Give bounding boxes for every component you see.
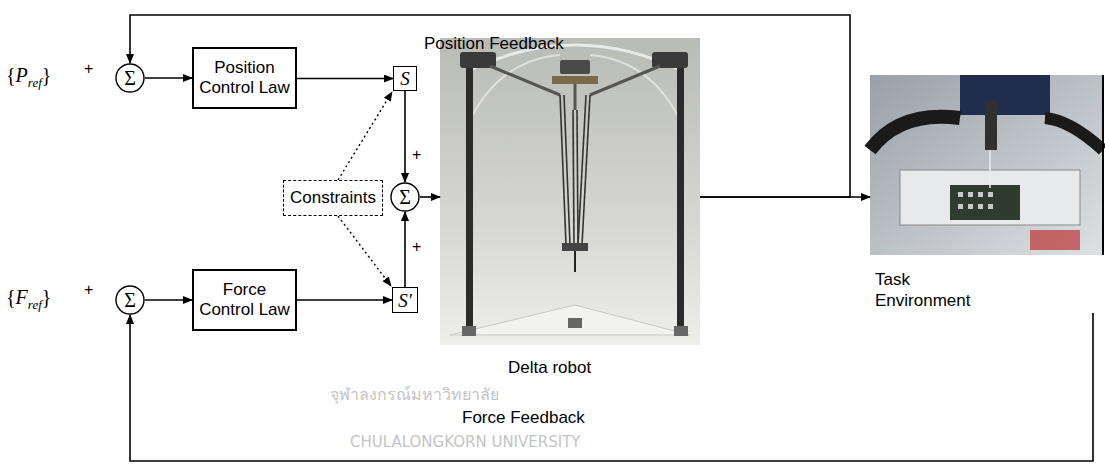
sign-mark: +	[84, 60, 93, 78]
control-law-box: Position Control Law	[192, 47, 297, 109]
sum-symbol: Σ	[124, 290, 136, 310]
box-label: Position Control Law	[198, 58, 291, 99]
photo-caption: Task Environment	[875, 270, 990, 311]
subscript: ref	[28, 297, 42, 312]
box-label: Constraints	[290, 188, 376, 208]
signal-arrow	[297, 299, 392, 301]
task-environment-photo	[870, 75, 1103, 255]
symbol-part: {	[6, 64, 16, 86]
signal-label: Force Feedback	[462, 408, 585, 428]
control-law-box: Force Control Law	[192, 269, 297, 331]
symbol-part: {	[6, 286, 16, 308]
sign-mark: +	[84, 281, 93, 299]
subscript: ref	[28, 75, 42, 90]
delta-robot-node: Delta robot	[440, 38, 700, 380]
photo-caption: Delta robot	[508, 358, 591, 378]
signal-arrow	[404, 212, 406, 287]
constraints-box: Constraints	[283, 180, 383, 216]
summing-junction: Σ	[115, 285, 145, 315]
symbol-part: }	[42, 64, 52, 86]
signal-arrow	[145, 299, 192, 301]
signal-arrow	[145, 77, 192, 79]
box-label: Force Control Law	[198, 280, 291, 321]
box-label: S′	[398, 291, 412, 310]
signal-arrow	[130, 313, 1093, 461]
constraint-link	[338, 216, 391, 286]
signal-label: Position Feedback	[424, 34, 564, 54]
sum-symbol: Σ	[124, 68, 136, 88]
sign-mark: +	[412, 146, 421, 164]
reference-symbol: {Fref}	[6, 286, 51, 313]
symbol-part: }	[42, 286, 52, 308]
box-label: S	[400, 69, 410, 88]
signal-arrow	[404, 91, 406, 182]
sum-symbol: Σ	[399, 187, 411, 207]
task-environment-node: Task Environment	[870, 75, 1103, 313]
selection-matrix-box: S	[393, 66, 417, 91]
symbol-part: P	[16, 64, 28, 86]
selection-matrix-box: S′	[392, 287, 418, 313]
signal-arrow	[420, 196, 440, 198]
signal-arrow	[297, 78, 393, 80]
signal-arrow	[130, 15, 850, 197]
watermark: CHULALONGKORN UNIVERSITY	[350, 433, 580, 451]
delta-robot-photo	[440, 38, 700, 345]
reference-symbol: {Pref}	[6, 64, 51, 91]
sign-mark: +	[412, 238, 421, 256]
watermark: จุฬาลงกรณ์มหาวิทยาลัย	[330, 382, 499, 407]
summing-junction: Σ	[390, 182, 420, 212]
symbol-part: F	[16, 286, 28, 308]
summing-junction: Σ	[115, 63, 145, 93]
constraint-link	[338, 92, 392, 180]
